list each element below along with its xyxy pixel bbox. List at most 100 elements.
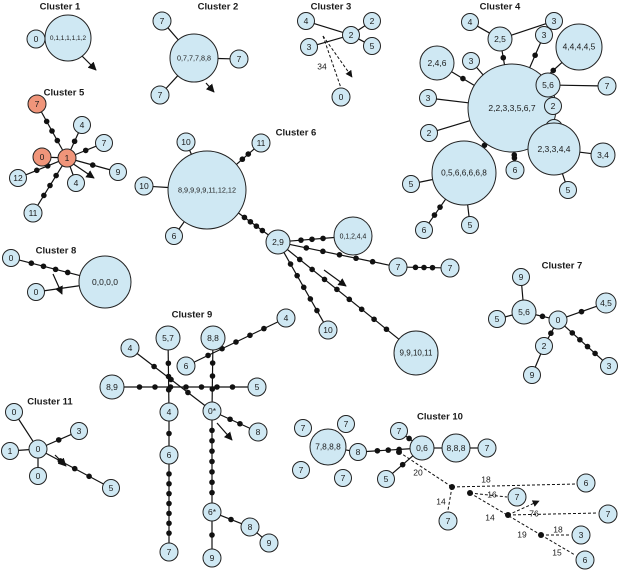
c11-arrow [54, 454, 67, 467]
c10-node-circle [294, 419, 312, 437]
c11-title: Cluster 11 [27, 397, 73, 408]
c6-node-n29: 2,9 [265, 229, 291, 255]
c11-edge-dot [86, 473, 92, 480]
c8-edge-dot [52, 266, 59, 273]
c7-node-label: 5,6 [518, 307, 530, 317]
c9-node-circle [276, 308, 296, 328]
c6-node-n7a: 7 [388, 257, 408, 277]
c11-node-label: 1 [8, 446, 13, 456]
c11-node-circle [5, 403, 23, 421]
c9-edge-dot [166, 520, 172, 527]
c11-node-circle [28, 439, 48, 459]
c9-node-circle [240, 517, 260, 537]
c4-node-circle [544, 97, 562, 115]
c3-edge-c-e [358, 38, 365, 43]
c3-node-label: 0 [339, 92, 344, 102]
c10-dashed-edge [451, 483, 576, 488]
c5-node-label: 12 [13, 173, 23, 183]
c11-node-circle [1, 442, 19, 460]
c10-node-circle [441, 433, 471, 463]
c7-edge-n9a-n56 [521, 285, 524, 301]
c9-node-circle [202, 548, 222, 568]
c9-edge-n0s-n8a [219, 414, 251, 429]
c9-edge-dot [168, 376, 174, 383]
c9-edge-dot [209, 437, 215, 444]
c9-edge-dot [209, 532, 215, 538]
c7-node-n2: 2 [535, 337, 553, 355]
c10-edge-label: 14 [436, 496, 446, 506]
c9-node-n6a: 6 [176, 356, 196, 376]
c9-node-label: 8 [256, 427, 261, 437]
c9-node-label: 5,7 [162, 333, 174, 343]
c11-node-label: 0 [36, 444, 41, 454]
c11-node-label: 3 [77, 426, 82, 436]
c6-node-n11: 11 [251, 133, 271, 153]
c3-node-circle [331, 87, 351, 107]
c10-node-circle [477, 438, 497, 458]
c6-node-n01244: 0,1,2,4,4 [333, 216, 373, 256]
c4-node-label: 5 [409, 179, 414, 189]
c10-node-n06: 0,6 [409, 435, 435, 461]
c4-edge-center-n2c [436, 120, 471, 132]
c7-edge-dot [592, 350, 598, 357]
c9-title: Cluster 9 [172, 310, 213, 321]
c9-node-label: 4 [284, 313, 289, 323]
c10-edge-label: 18 [481, 474, 491, 484]
c4-node-label: 5,6 [542, 80, 554, 90]
c5-edge-dot [49, 128, 55, 134]
c7-node-n0: 0 [548, 310, 568, 330]
c9-node-circle [155, 325, 181, 351]
c10-node-label: 7 [485, 443, 490, 453]
c8-arrow [52, 273, 63, 295]
c4-node-n25: 2,5 [487, 26, 513, 52]
c3-dashed-edge [322, 35, 342, 89]
c6-title: Cluster 6 [276, 128, 317, 139]
c4-node-n23344: 2,3,3,4,4 [527, 122, 581, 176]
c10-node-label: 7 [606, 509, 611, 519]
c4-node-label: 5 [566, 185, 571, 195]
c6-node-circle [440, 258, 460, 278]
c6-edge-dot [412, 264, 419, 271]
c10-node-n7e: 7 [390, 422, 408, 440]
c7-node-n45: 4,5 [595, 292, 617, 314]
c6-edge-dot [320, 235, 326, 242]
c6-edge-big-n11 [236, 148, 255, 165]
c7-node-label: 2 [542, 341, 547, 351]
c7-node-n56: 5,6 [511, 299, 537, 325]
c2-node-b: 7 [152, 11, 172, 31]
c8-node-n0a: 0 [2, 249, 20, 267]
c4-node-circle [555, 23, 603, 71]
c4-node-label: 4,4,4,4,5 [563, 42, 596, 52]
c4-edge-dot [550, 67, 557, 74]
c9-node-circle [200, 325, 226, 351]
c9-node-n8a: 8 [248, 422, 268, 442]
c7-edge-n56-n5 [505, 314, 513, 318]
c6-node-label: 6 [172, 231, 177, 241]
c3-node-circle [342, 26, 360, 44]
c10-node-n7h: 7 [438, 511, 458, 531]
c6-edge-n29-n991011 [286, 249, 400, 340]
c9-node-n6b: 6 [159, 445, 179, 465]
c2-node-label: 0,7,7,7,8,8 [177, 53, 211, 62]
c11-node-n1: 1 [1, 442, 19, 460]
c4-edge-dot [511, 155, 518, 161]
c6-node-n10a: 10 [176, 132, 196, 152]
c4-node-label: 3 [552, 16, 557, 26]
c10-edge-label: 14 [485, 512, 495, 522]
c10-node-circle [334, 469, 352, 487]
c10-node-n6a: 6 [576, 473, 596, 493]
c10-node-label: 8,8,8 [447, 443, 466, 453]
c10-node-n7d: 7 [334, 469, 352, 487]
nodes-layer: 0,1,1,1,1,1,200,7,7,7,8,87774322502,2,3,… [1, 11, 618, 570]
c9-node-label: 8 [248, 522, 253, 532]
c5-node-n4a: 4 [73, 116, 91, 134]
c10-node-circle [575, 550, 595, 570]
c4-node-center: 2,2,3,3,5,6,7 [467, 63, 557, 153]
c9-edge-dot [166, 480, 172, 487]
c6-edge-dot [309, 236, 315, 243]
c3-node-label: 4 [304, 16, 309, 26]
c6-node-n6: 6 [165, 227, 183, 245]
c6-edge-dot [247, 218, 254, 225]
c5-edge-dot [43, 118, 50, 125]
c6-edge-dot [353, 255, 359, 262]
